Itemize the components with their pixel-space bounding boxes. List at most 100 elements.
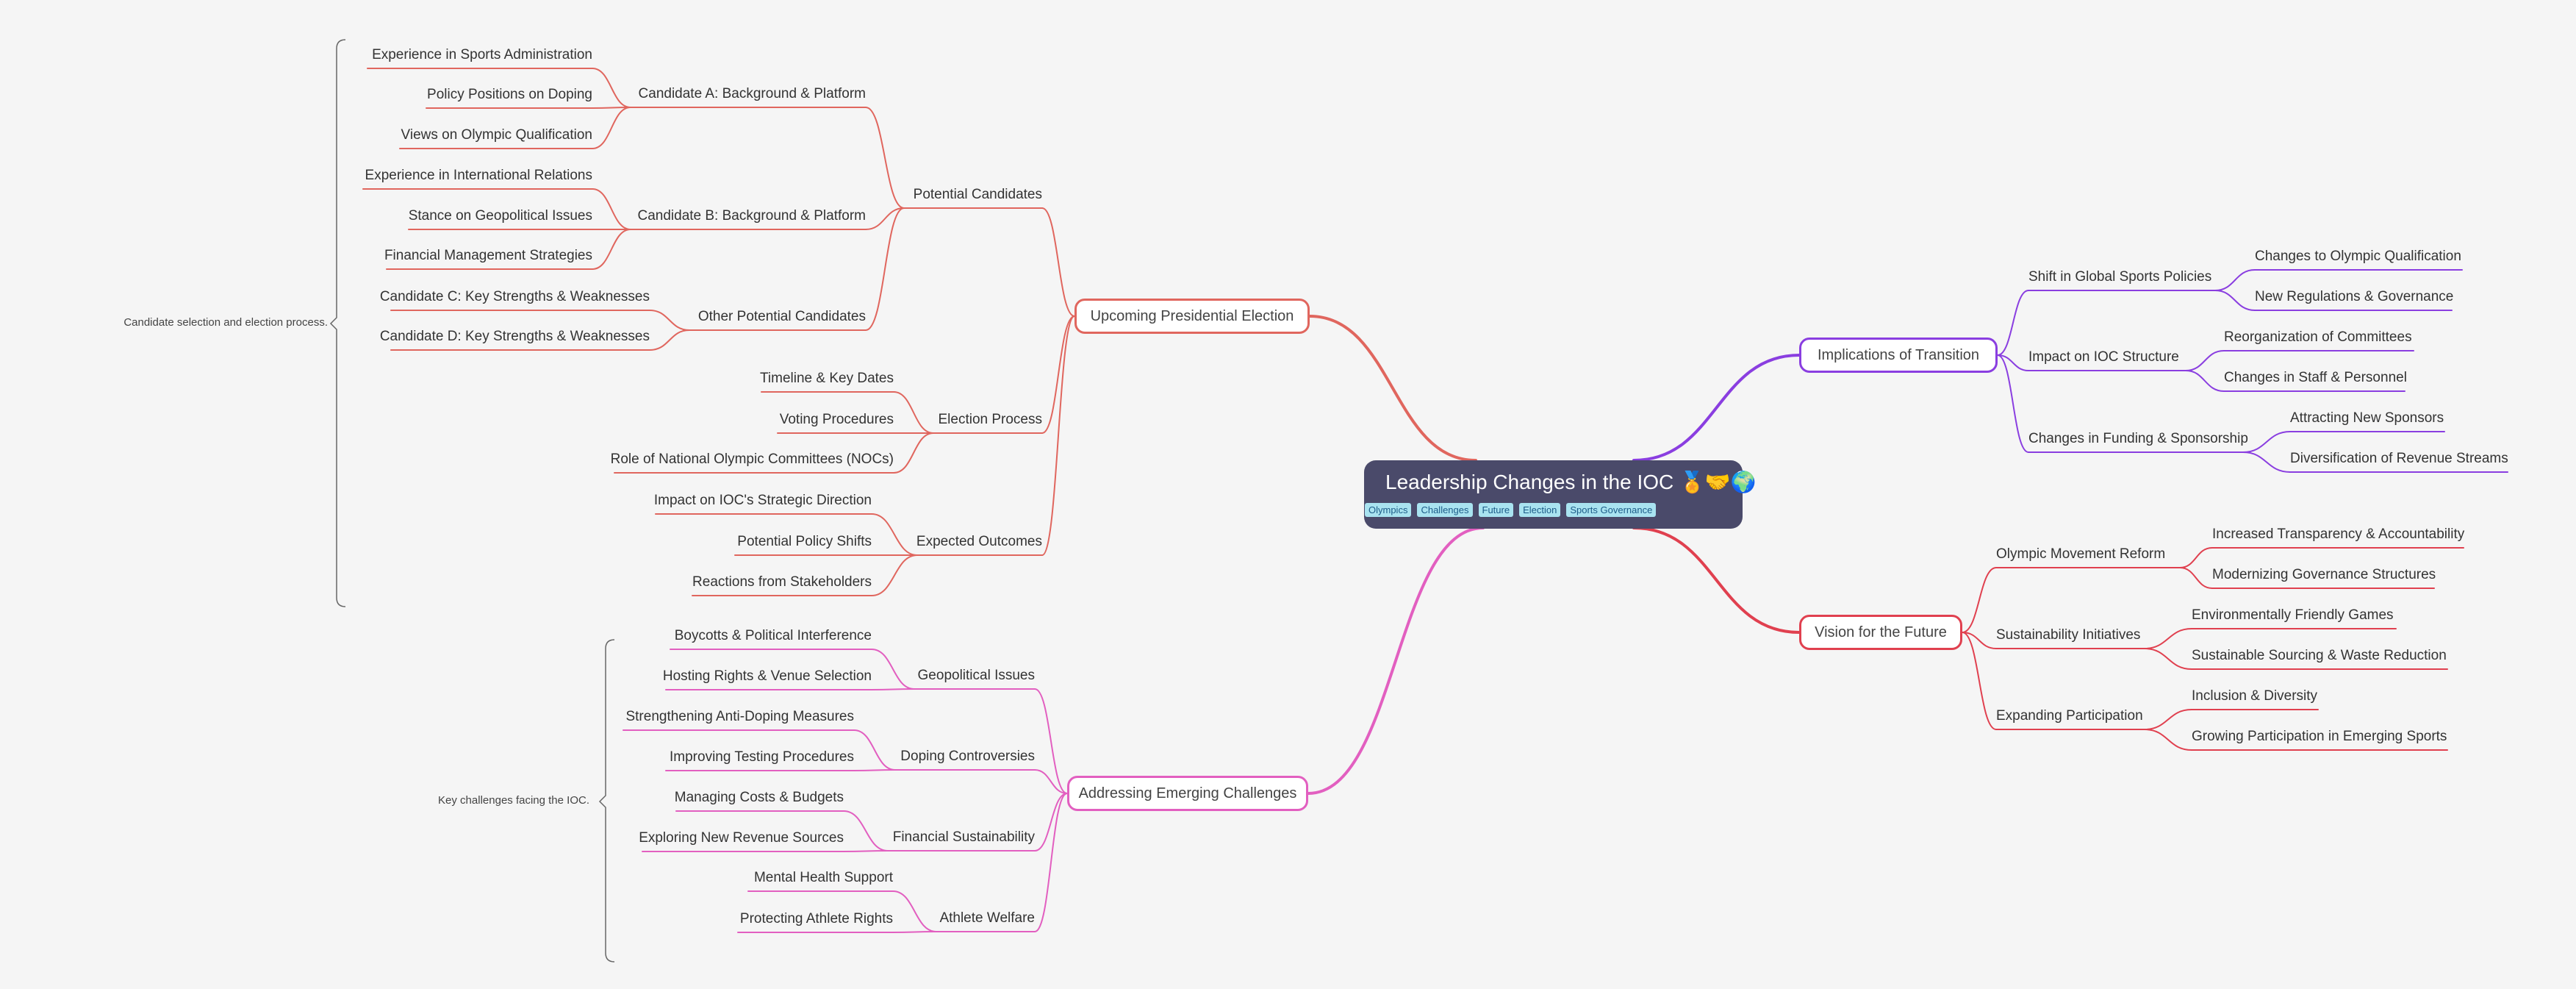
link <box>871 649 915 690</box>
root-topic[interactable]: Leadership Changes in the IOC 🏅🤝🌍 Olympi… <box>1364 460 1757 529</box>
topic-geopolitical-issues[interactable]: Geopolitical Issues <box>917 668 1035 683</box>
tag-sports-governance[interactable]: Sports Governance <box>1566 503 1657 517</box>
topic-exploring-new-revenue-sources[interactable]: Exploring New Revenue Sources <box>639 830 844 846</box>
link <box>2144 729 2192 751</box>
topic-changes-in-funding-sponsorship[interactable]: Changes in Funding & Sponsorship <box>2028 431 2248 446</box>
mindmap-links <box>362 68 2508 933</box>
link <box>1632 354 1801 462</box>
topic-changes-in-staff-personnel[interactable]: Changes in Staff & Personnel <box>2224 370 2407 385</box>
topic-doping-controversies[interactable]: Doping Controversies <box>900 749 1035 764</box>
topic-hosting-rights-venue-selection[interactable]: Hosting Rights & Venue Selection <box>662 668 872 684</box>
link <box>865 207 905 331</box>
link <box>1997 290 2029 356</box>
topic-candidate-b-background-platform[interactable]: Candidate B: Background & Platform <box>637 208 866 224</box>
link <box>1962 567 1997 633</box>
link <box>2179 547 2213 568</box>
link <box>1034 769 1068 794</box>
link <box>2144 648 2192 670</box>
topic-other-potential-candidates[interactable]: Other Potential Candidates <box>697 309 866 324</box>
topic-expected-outcomes[interactable]: Expected Outcomes <box>916 534 1042 549</box>
summary-brackets <box>329 39 615 963</box>
link <box>1034 793 1068 851</box>
topic-environmentally-friendly-games[interactable]: Environmentally Friendly Games <box>2192 607 2394 623</box>
link <box>1997 354 2029 371</box>
topic-financial-sustainability[interactable]: Financial Sustainability <box>892 829 1035 845</box>
tag-election[interactable]: Election <box>1519 503 1561 517</box>
link <box>843 810 889 851</box>
topic-attracting-new-sponsors[interactable]: Attracting New Sponsors <box>2290 410 2444 426</box>
topic-shift-in-global-sports-policies[interactable]: Shift in Global Sports Policies <box>2028 269 2212 285</box>
topic-athlete-welfare[interactable]: Athlete Welfare <box>939 910 1035 926</box>
link <box>592 188 631 230</box>
topic-financial-management-strategies[interactable]: Financial Management Strategies <box>384 248 592 263</box>
link <box>1034 793 1068 932</box>
topic-growing-participation-in-emerging-sports[interactable]: Growing Participation in Emerging Sports <box>2192 729 2447 744</box>
link <box>865 107 905 209</box>
link <box>1041 315 1075 556</box>
branch-implications-of-transition[interactable]: Implications of Transition <box>1799 338 1998 373</box>
topic-views-on-olympic-qualification[interactable]: Views on Olympic Qualification <box>401 127 592 143</box>
link <box>853 769 896 771</box>
topic-changes-to-olympic-qualification[interactable]: Changes to Olympic Qualification <box>2255 249 2461 264</box>
topic-impact-on-ioc-s-strategic-direction[interactable]: Impact on IOC's Strategic Direction <box>653 493 872 508</box>
topic-reorganization-of-committees[interactable]: Reorganization of Committees <box>2224 329 2412 345</box>
topic-timeline-key-dates[interactable]: Timeline & Key Dates <box>760 371 894 386</box>
branch-upcoming-presidential-election[interactable]: Upcoming Presidential Election <box>1074 299 1310 334</box>
topic-sustainability-initiatives[interactable]: Sustainability Initiatives <box>1996 627 2141 643</box>
topic-improving-testing-procedures[interactable]: Improving Testing Procedures <box>670 749 854 765</box>
topic-candidate-c-key-strengths-weaknesses[interactable]: Candidate C: Key Strengths & Weaknesses <box>379 289 650 304</box>
link <box>2214 290 2256 311</box>
summary-bracket <box>329 39 346 607</box>
branch-addressing-emerging-challenges[interactable]: Addressing Emerging Challenges <box>1067 776 1308 811</box>
topic-boycotts-political-interference[interactable]: Boycotts & Political Interference <box>674 628 872 643</box>
link <box>649 310 690 331</box>
topic-diversification-of-revenue-streams[interactable]: Diversification of Revenue Streams <box>2290 451 2508 466</box>
summary-bracket <box>598 639 615 963</box>
link <box>1041 207 1075 317</box>
summary-election[interactable]: Candidate selection and election process… <box>123 316 328 329</box>
tag-future[interactable]: Future <box>1478 503 1514 517</box>
link <box>871 513 918 556</box>
link <box>2144 628 2192 649</box>
topic-mental-health-support[interactable]: Mental Health Support <box>753 870 893 885</box>
link <box>2185 370 2225 392</box>
link <box>1034 688 1068 794</box>
topic-potential-policy-shifts[interactable]: Potential Policy Shifts <box>737 534 872 549</box>
branch-vision-for-the-future[interactable]: Vision for the Future <box>1799 615 1962 650</box>
topic-protecting-athlete-rights[interactable]: Protecting Athlete Rights <box>739 911 893 926</box>
link <box>2144 709 2192 730</box>
link <box>1307 526 1485 795</box>
tag-olympics[interactable]: Olympics <box>1365 503 1412 517</box>
topic-increased-transparency-accountability[interactable]: Increased Transparency & Accountability <box>2212 526 2465 542</box>
topic-potential-candidates[interactable]: Potential Candidates <box>913 187 1042 202</box>
link <box>1041 315 1075 434</box>
topic-expanding-participation[interactable]: Expanding Participation <box>1996 708 2143 724</box>
topic-sustainable-sourcing-waste-reduction[interactable]: Sustainable Sourcing & Waste Reduction <box>2192 648 2447 663</box>
topic-modernizing-governance-structures[interactable]: Modernizing Governance Structures <box>2212 567 2436 582</box>
topic-candidate-a-background-platform[interactable]: Candidate A: Background & Platform <box>638 86 866 101</box>
topic-impact-on-ioc-structure[interactable]: Impact on IOC Structure <box>2028 349 2179 365</box>
topic-inclusion-diversity[interactable]: Inclusion & Diversity <box>2192 688 2318 704</box>
topic-voting-procedures[interactable]: Voting Procedures <box>779 412 894 427</box>
topic-new-regulations-governance[interactable]: New Regulations & Governance <box>2255 289 2454 304</box>
topic-election-process[interactable]: Election Process <box>938 412 1042 427</box>
topic-reactions-from-stakeholders[interactable]: Reactions from Stakeholders <box>692 574 872 590</box>
link <box>893 391 934 434</box>
link <box>2214 269 2256 291</box>
tag-challenges[interactable]: Challenges <box>1417 503 1473 517</box>
link <box>853 729 896 771</box>
link <box>1962 632 1997 730</box>
topic-managing-costs-budgets[interactable]: Managing Costs & Budgets <box>674 790 844 805</box>
topic-experience-in-international-relations[interactable]: Experience in International Relations <box>365 168 592 183</box>
topic-experience-in-sports-administration[interactable]: Experience in Sports Administration <box>372 47 592 63</box>
topic-stance-on-geopolitical-issues[interactable]: Stance on Geopolitical Issues <box>408 208 592 224</box>
topic-strengthening-anti-doping-measures[interactable]: Strengthening Anti-Doping Measures <box>625 709 854 724</box>
link <box>2179 567 2213 589</box>
topic-policy-positions-on-doping[interactable]: Policy Positions on Doping <box>427 87 592 102</box>
topic-olympic-movement-reform[interactable]: Olympic Movement Reform <box>1996 546 2166 562</box>
summary-challenges[interactable]: Key challenges facing the IOC. <box>438 794 589 807</box>
link <box>2185 350 2225 371</box>
topic-role-of-national-olympic-committees-nocs[interactable]: Role of National Olympic Committees (NOC… <box>610 451 894 467</box>
topic-candidate-d-key-strengths-weaknesses[interactable]: Candidate D: Key Strengths & Weaknesses <box>379 329 650 344</box>
